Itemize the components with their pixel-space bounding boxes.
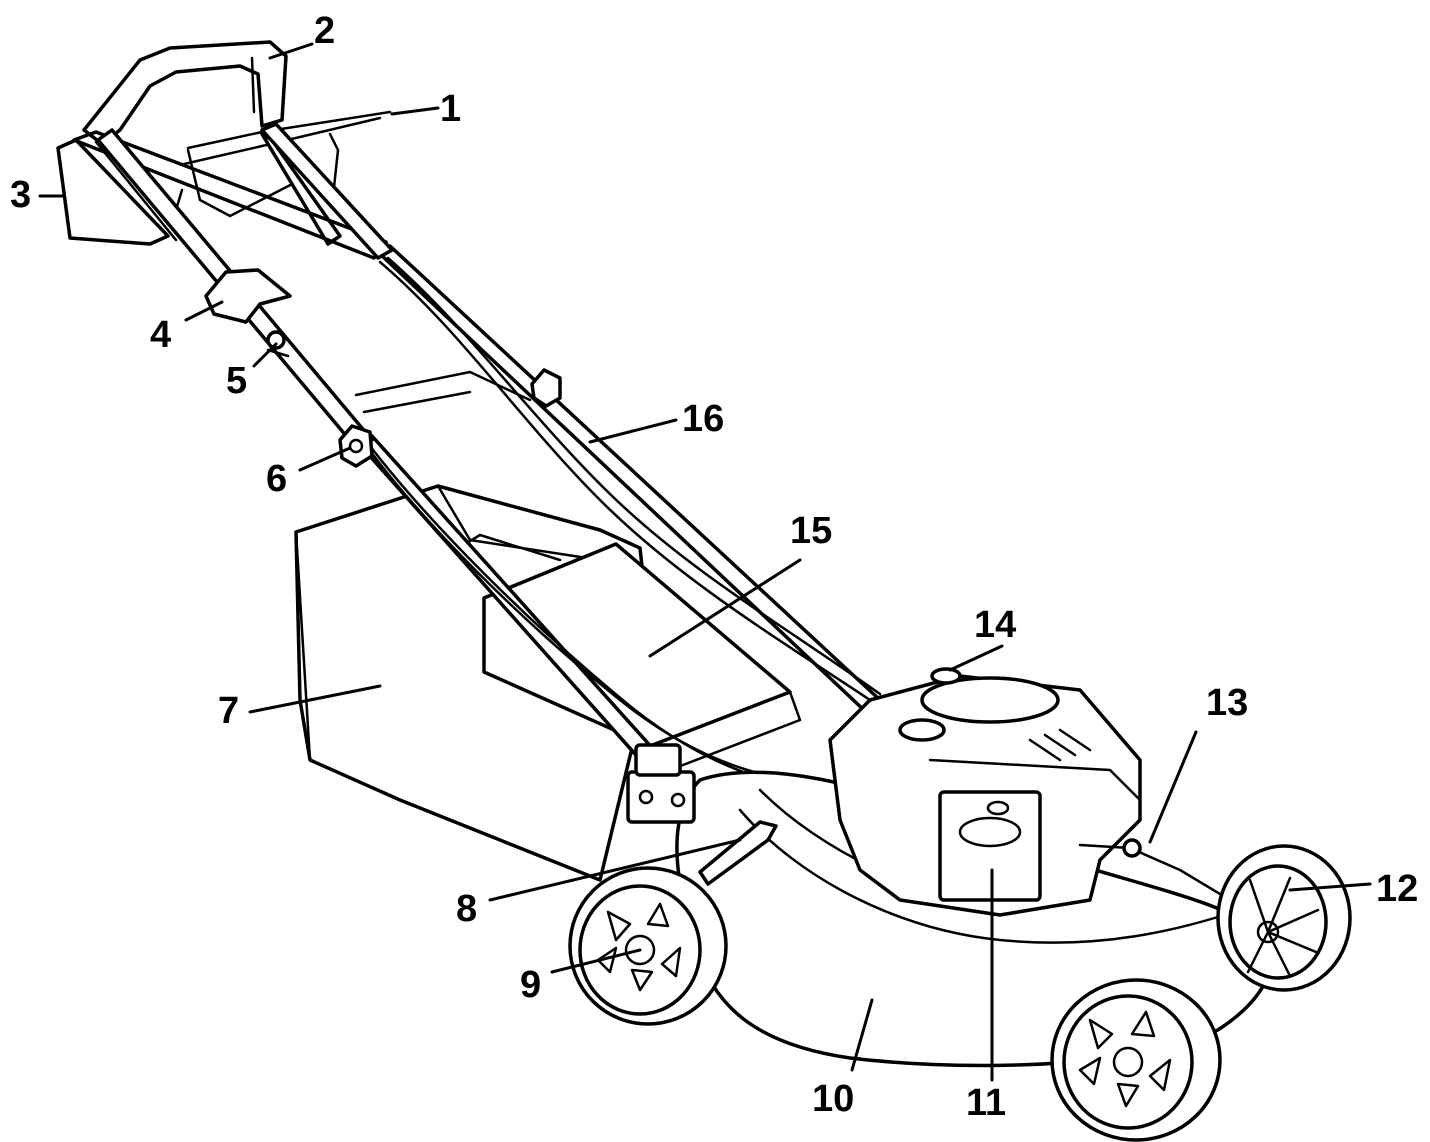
front-wheel-right: [1050, 978, 1222, 1142]
engine: [828, 674, 1142, 917]
callout-14: 14: [974, 604, 1017, 646]
drive-control: [204, 268, 292, 324]
engine-control: [1078, 838, 1232, 902]
cable-clip: [266, 330, 290, 358]
rear-flap: [482, 542, 802, 772]
callout-12: 12: [1376, 868, 1419, 910]
callout-1: 1: [440, 88, 462, 130]
callout-4: 4: [150, 314, 172, 356]
callout-13: 13: [1206, 682, 1249, 724]
callout-7: 7: [218, 690, 240, 732]
callout-6: 6: [266, 458, 288, 500]
handle-knob-right: [530, 368, 562, 408]
rear-bracket: [626, 743, 696, 824]
callout-16: 16: [682, 398, 725, 440]
handle-knob: [338, 424, 374, 468]
leader-lines: [38, 42, 1372, 1082]
callout-5: 5: [226, 360, 248, 402]
callout-9: 9: [520, 964, 542, 1006]
callout-11: 11: [966, 1082, 1007, 1124]
callout-15: 15: [790, 510, 833, 552]
callout-3: 3: [10, 174, 32, 216]
callout-8: 8: [456, 888, 478, 930]
callout-10: 10: [812, 1078, 855, 1120]
callout-2: 2: [314, 10, 336, 52]
rear-wheel-left: [568, 866, 728, 1026]
rear-wheel-right: [1216, 844, 1352, 992]
height-adjust-lever: [698, 820, 778, 886]
fuel-cap: [930, 667, 962, 685]
